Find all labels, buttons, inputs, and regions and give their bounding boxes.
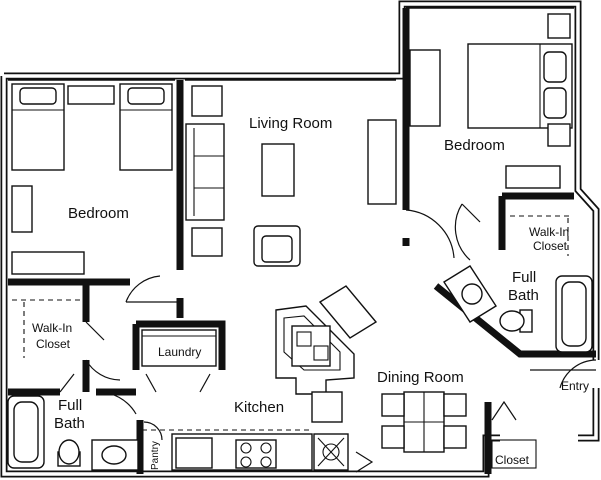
pillow-icon [127,87,165,105]
laundry-label: Laundry [158,345,201,359]
sink-icon [101,445,127,465]
nightstand [547,123,571,147]
dresser [11,185,33,233]
left-bath-fixtures [7,391,139,471]
bench [505,165,561,189]
sink-icon [461,283,483,305]
left-walk-in-closet-label-line2: Closet [36,337,71,351]
kitchen-label: Kitchen [234,399,284,416]
nightstand [67,85,115,105]
pillow-icon [19,87,57,105]
right-walk-in-closet-label-line2: Closet [533,239,568,253]
kitchen-fixtures [142,285,378,473]
entry-closet [491,359,597,469]
left-bedroom-furniture [11,83,180,393]
left-walk-in-closet-label-line1: Walk-In [32,321,72,335]
left-full-bath-label-line1: Full [58,397,82,414]
chair-icon [381,425,405,449]
entry-label: Entry [561,379,589,393]
toilet-icon [499,310,525,332]
right-bath-fixtures [443,265,593,353]
pantry-label: Pantry [150,441,161,470]
bench [11,251,85,275]
pillow-icon [543,87,567,119]
tv-console [367,119,397,205]
nightstand [547,13,571,39]
dresser [409,49,441,127]
dining-room-furniture [381,391,467,453]
chair-icon [443,425,467,449]
living-room-label: Living Room [249,115,332,132]
right-walk-in-closet-label-line1: Walk-In [529,225,569,239]
toilet-icon [58,439,80,465]
right-bedroom-label: Bedroom [444,137,505,154]
right-bedroom-furniture [405,13,573,261]
dining-room-label: Dining Room [377,369,464,386]
chair-icon [443,393,467,417]
refrigerator [318,285,378,339]
living-room-furniture [185,85,397,267]
laundry-fixtures [141,329,217,393]
pillow-icon [543,51,567,83]
sofa-icon [185,123,225,221]
right-full-bath-label-line2: Bath [508,287,539,304]
right-full-bath-label-line1: Full [512,269,536,286]
left-bedroom-label: Bedroom [68,205,129,222]
chair-icon [381,393,405,417]
room-labels: Living Room Bedroom Bedroom Walk-In Clos… [32,115,589,470]
end-table [191,85,223,117]
closet-label: Closet [495,453,530,467]
fridge-unit [175,437,213,469]
dishwasher [311,391,343,423]
end-table [191,227,223,257]
coffee-table [261,143,295,197]
left-full-bath-label-line2: Bath [54,415,85,432]
